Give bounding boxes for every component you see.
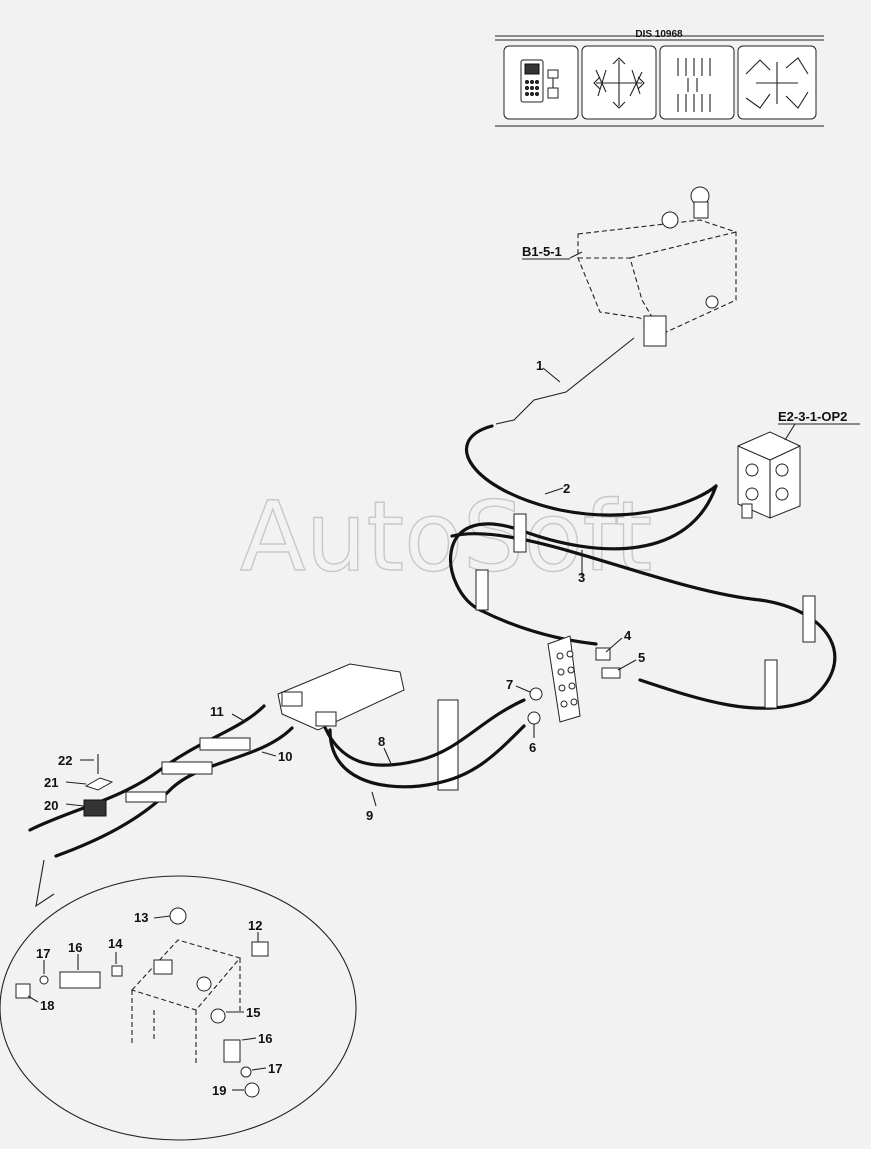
- callout-14: 14: [108, 936, 123, 951]
- detail-view: [0, 859, 357, 1141]
- callout-15: 15: [246, 1005, 260, 1020]
- callout-4: 4: [624, 628, 632, 643]
- watermark: AutoSoft: [240, 481, 652, 593]
- callout-8: 8: [378, 734, 385, 749]
- callout-11: 11: [210, 704, 224, 719]
- callout-2: 2: [563, 481, 570, 496]
- callout-17b: 17: [268, 1061, 282, 1076]
- control-panel-icon: [503, 45, 579, 120]
- clamp-20: [83, 799, 107, 817]
- callout-17a: 17: [36, 946, 50, 961]
- plate-21: [84, 777, 114, 791]
- callout-10: 10: [278, 749, 292, 764]
- bulkhead-bracket: [547, 635, 581, 723]
- callout-16b: 16: [258, 1031, 272, 1046]
- callout-21: 21: [44, 775, 58, 790]
- arm-movement-icon: [737, 45, 817, 120]
- mounting-plate: [277, 663, 405, 731]
- control-valve: [737, 431, 801, 519]
- header-title: DIS 10968: [635, 29, 683, 40]
- callout-9: 9: [366, 808, 373, 823]
- nut-6: [527, 711, 541, 725]
- tank-reference: B1-5-1: [522, 244, 562, 259]
- fitting-5: [601, 667, 621, 679]
- clamp-rail: [437, 699, 459, 791]
- callout-20: 20: [44, 798, 58, 813]
- callout-13: 13: [134, 910, 148, 925]
- callout-12: 12: [248, 918, 262, 933]
- callout-19: 19: [212, 1083, 226, 1098]
- header-panel: DIS 10968: [495, 29, 824, 127]
- valve-reference: E2-3-1-OP2: [778, 409, 847, 424]
- callout-5: 5: [638, 650, 645, 665]
- clamp-group-3: [475, 513, 816, 709]
- arrows-grid-icon: [659, 45, 735, 120]
- callout-7: 7: [506, 677, 513, 692]
- hydraulic-tank: [577, 186, 737, 347]
- nut-7: [529, 687, 543, 701]
- callout-1: 1: [536, 358, 543, 373]
- excavator-cross-icon: [581, 45, 657, 120]
- callout-16a: 16: [68, 940, 82, 955]
- callout-6: 6: [529, 740, 536, 755]
- callout-22: 22: [58, 753, 72, 768]
- callout-18: 18: [40, 998, 54, 1013]
- callout-3: 3: [578, 570, 585, 585]
